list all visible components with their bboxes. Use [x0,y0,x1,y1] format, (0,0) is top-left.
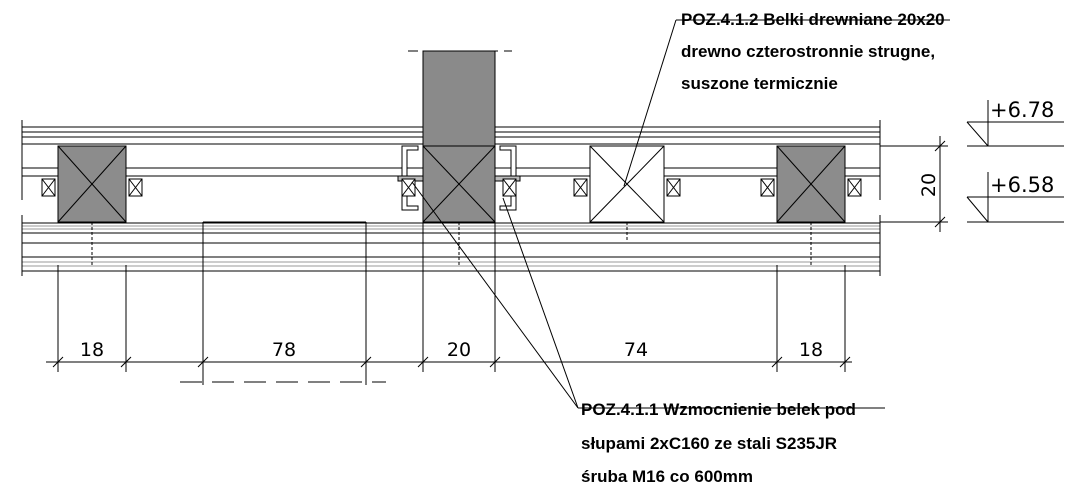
span-dimension-line [46,222,852,372]
beam-note-line-1: POZ.4.1.2 Belki drewniane 20x20 [681,10,945,29]
beam-1 [57,145,127,223]
elevation-bottom: +6.58 [990,173,1054,197]
beam-note-line-2: drewno czterostronnie strugne, [681,42,935,61]
elevation-top: +6.78 [990,98,1054,122]
span-label-5: 18 [799,339,823,361]
beam-2 [422,145,496,223]
leader-lines [411,19,950,409]
span-label-2: 78 [272,339,296,361]
elevation-markers [966,100,1064,223]
column [408,50,512,149]
reinforcement-note: POZ.4.1.1 Wzmocnienie belek pod słupami … [581,400,856,486]
beam-3 [589,145,665,223]
beam-4 [776,145,846,223]
hangers [91,222,812,265]
beam-note: POZ.4.1.2 Belki drewniane 20x20 drewno c… [681,10,945,93]
height-dimension [880,136,948,232]
span-label-3: 20 [447,339,471,361]
reinforcement-note-line-1: POZ.4.1.1 Wzmocnienie belek pod [581,400,856,419]
beam-note-line-3: suszone termicznie [681,74,838,93]
span-labels: 18 78 20 74 18 [80,339,823,361]
reinforcement-note-line-3: śruba M16 co 600mm [581,467,753,486]
battens [41,178,862,197]
bottom-deck [21,215,881,276]
reinforcement-note-line-2: słupami 2xC160 ze stali S235JR [581,434,837,453]
span-label-1: 18 [80,339,104,361]
height-label: 20 [918,173,940,197]
timber-beams [57,145,846,223]
span-label-4: 74 [624,339,648,361]
